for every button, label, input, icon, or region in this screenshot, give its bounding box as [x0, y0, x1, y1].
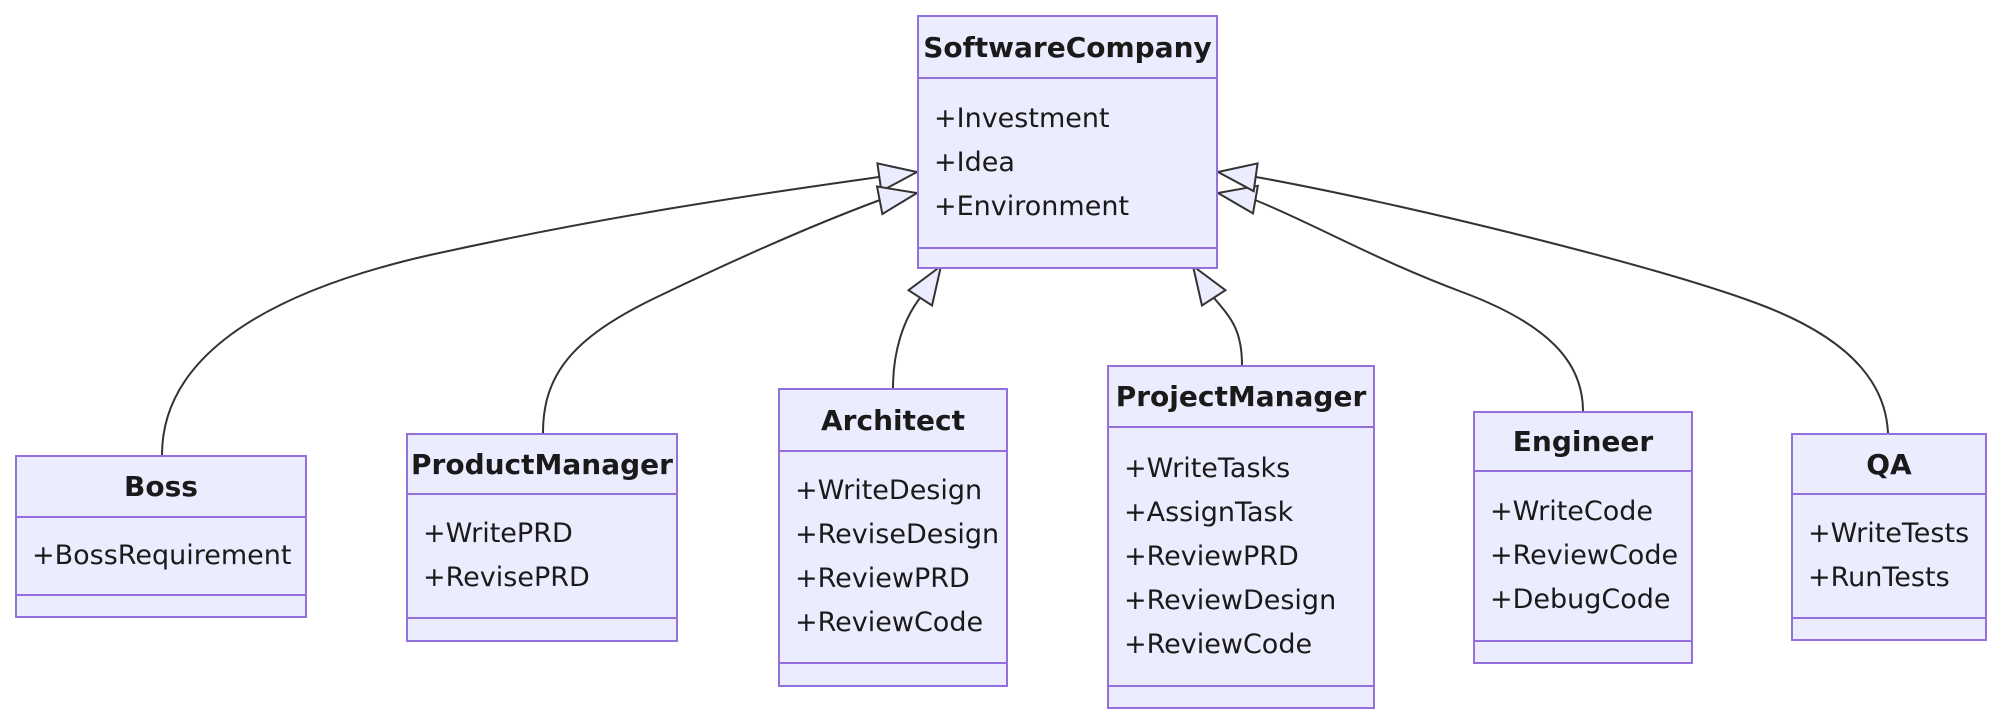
inheritance-edge-ProjectManager-to-SoftwareCompany [1213, 297, 1243, 366]
inheritance-edge-Engineer-to-SoftwareCompany [1254, 199, 1584, 412]
class-attribute: +ReviewDesign [1124, 584, 1337, 616]
class-attribute: +WriteTests [1808, 518, 1970, 549]
class-node-ProductManager: ProductManager +WritePRD +RevisePRD [406, 433, 678, 642]
class-name-label: QA [1793, 435, 1985, 495]
class-attribute: +WriteCode [1490, 496, 1654, 527]
class-node-Engineer: Engineer +WriteCode +ReviewCode +DebugCode [1473, 411, 1693, 664]
class-node-Architect: Architect +WriteDesign +ReviseDesign +Revie… [778, 388, 1008, 687]
class-attributes-section: +WriteDesign +ReviseDesign +ReviewPRD +Revi… [780, 452, 1006, 662]
class-attribute: +WriteDesign [795, 475, 983, 506]
inheritance-triangle-arrowhead-icon [875, 185, 920, 216]
inheritance-triangle-arrowhead-icon [876, 162, 920, 193]
class-attribute: +DebugCode [1490, 584, 1671, 615]
class-attribute: +WriteTasks [1124, 452, 1291, 484]
class-attribute: +ReviewCode [795, 607, 984, 638]
class-attribute: +BossRequirement [32, 540, 292, 571]
inheritance-triangle-arrowhead-icon [1215, 184, 1260, 215]
inheritance-edge-QA-to-SoftwareCompany [1255, 176, 1889, 434]
inheritance-triangle-arrowhead-icon [1191, 263, 1228, 308]
class-attributes-section: +WriteTests +RunTests [1793, 495, 1985, 617]
class-name-label: ProjectManager [1109, 367, 1373, 428]
class-methods-section-empty [1793, 617, 1985, 639]
class-node-ProjectManager: ProjectManager +WriteTasks +AssignTask +Rev… [1107, 365, 1375, 709]
class-node-QA: QA +WriteTests +RunTests [1791, 433, 1987, 641]
inheritance-edge-ProductManager-to-SoftwareCompany [542, 199, 881, 434]
class-name-label: SoftwareCompany [919, 17, 1216, 79]
class-node-Boss: Boss +BossRequirement [15, 455, 307, 618]
inheritance-triangle-arrowhead-icon [906, 263, 943, 308]
class-attribute: +AssignTask [1124, 496, 1294, 528]
class-attribute: +RevisePRD [423, 562, 590, 593]
class-attribute: +RunTests [1808, 562, 1950, 593]
inheritance-edge-Boss-to-SoftwareCompany [161, 176, 880, 456]
class-name-label: Architect [780, 390, 1006, 452]
class-attributes-section: +Investment +Idea +Environment [919, 79, 1216, 247]
class-methods-section-empty [408, 617, 676, 640]
class-attribute: +Investment [934, 103, 1110, 134]
class-attribute: +ReviewPRD [795, 563, 970, 594]
inheritance-edge-Architect-to-SoftwareCompany [892, 297, 921, 389]
class-methods-section-empty [919, 247, 1216, 267]
class-name-label: Engineer [1475, 413, 1691, 472]
class-methods-section-empty [1475, 640, 1691, 662]
class-attributes-section: +WriteCode +ReviewCode +DebugCode [1475, 472, 1691, 640]
class-node-SoftwareCompany: SoftwareCompany +Investment +Idea +Environm… [917, 15, 1218, 269]
class-methods-section-empty [780, 662, 1006, 685]
class-attribute: +Environment [934, 191, 1130, 222]
class-methods-section-empty [1109, 685, 1373, 707]
class-attributes-section: +WritePRD +RevisePRD [408, 495, 676, 617]
class-attribute: +ReviewCode [1124, 628, 1313, 660]
class-attribute: +ReviewCode [1490, 540, 1679, 571]
class-attribute: +Idea [934, 147, 1015, 178]
class-attributes-section: +WriteTasks +AssignTask +ReviewPRD +ReviewD… [1109, 428, 1373, 685]
class-attribute: +WritePRD [423, 518, 573, 549]
inheritance-triangle-arrowhead-icon [1215, 162, 1259, 193]
class-name-label: ProductManager [408, 435, 676, 495]
class-attributes-section: +BossRequirement [17, 518, 305, 594]
class-attribute: +ReviseDesign [795, 519, 1000, 550]
class-attribute: +ReviewPRD [1124, 540, 1299, 572]
class-methods-section-empty [17, 594, 305, 616]
class-name-label: Boss [17, 457, 305, 518]
